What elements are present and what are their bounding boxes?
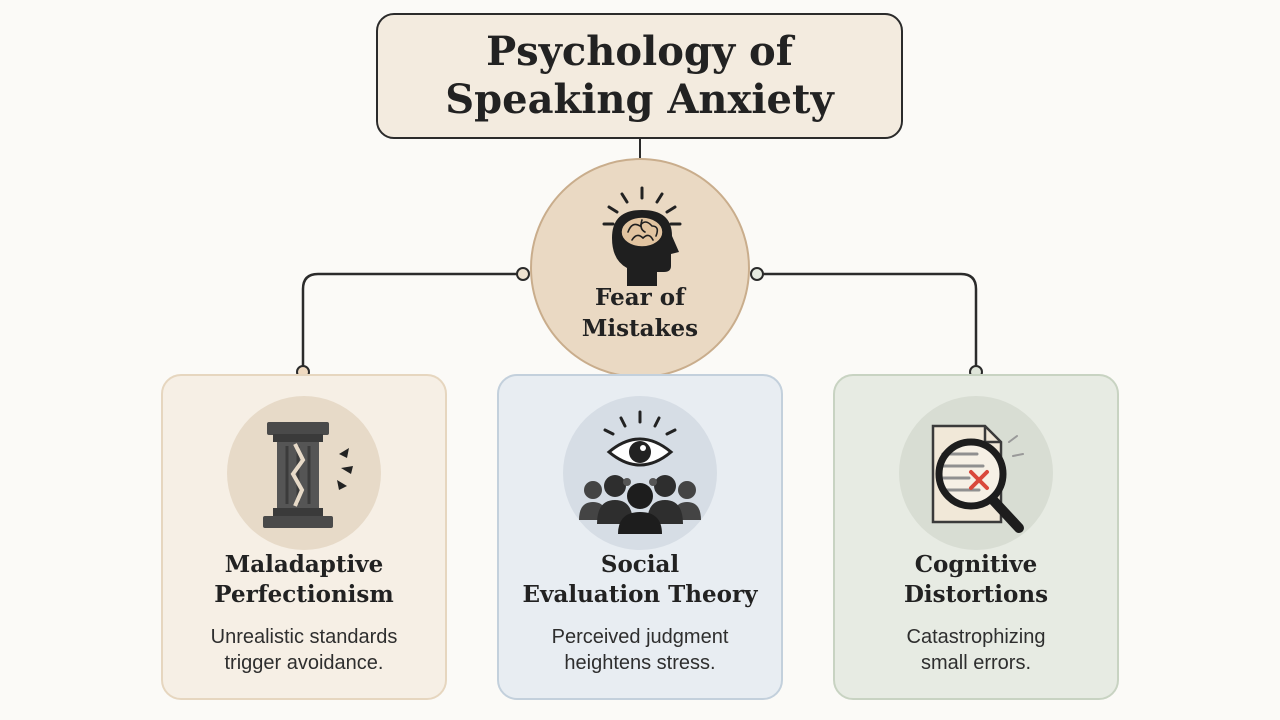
- card-desc-line-1: Catastrophizing: [906, 626, 1046, 648]
- center-label-line-2: Mistakes: [581, 315, 699, 342]
- card-desc-line-2: heightens stress.: [564, 652, 716, 674]
- card-description: Unrealistic standards trigger avoidance.: [163, 624, 445, 676]
- center-label-line-1: Fear of: [595, 284, 685, 311]
- card-desc-line-1: Perceived judgment: [551, 626, 729, 648]
- card-title-line-1: Maladaptive: [224, 551, 384, 578]
- card-title: Cognitive Distortions: [835, 550, 1117, 610]
- broken-pillar-icon: [263, 422, 353, 528]
- card-icon-badge: [227, 396, 381, 550]
- card-desc-line-2: trigger avoidance.: [224, 652, 384, 674]
- title-line-1: Psychology of: [486, 28, 793, 75]
- card-description: Perceived judgment heightens stress.: [499, 624, 781, 676]
- card-desc-line-2: small errors.: [920, 652, 1031, 674]
- card-maladaptive-perfectionism: Maladaptive Perfectionism Unrealistic st…: [161, 374, 447, 700]
- card-title-line-1: Cognitive: [914, 551, 1038, 578]
- card-description: Catastrophizing small errors.: [835, 624, 1117, 676]
- center-node: Fear of Mistakes: [530, 158, 750, 378]
- connector-dot-left-top: [516, 267, 530, 281]
- card-title-line-2: Distortions: [903, 581, 1049, 608]
- card-title: Social Evaluation Theory: [499, 550, 781, 610]
- title-line-2: Speaking Anxiety: [445, 76, 834, 123]
- connector-dot-right-top: [750, 267, 764, 281]
- card-title-line-2: Perfectionism: [214, 581, 394, 608]
- magnifier-document-icon: [931, 424, 1024, 533]
- card-icon-badge: [899, 396, 1053, 550]
- card-title-line-2: Evaluation Theory: [522, 581, 758, 608]
- card-title-line-1: Social: [600, 551, 680, 578]
- center-label: Fear of Mistakes: [532, 282, 748, 344]
- card-social-evaluation-theory: Social Evaluation Theory Perceived judgm…: [497, 374, 783, 700]
- connector-right: [757, 272, 978, 372]
- eye-audience-icon: [579, 410, 701, 534]
- head-brain-icon: [602, 186, 682, 286]
- title-box: Psychology of Speaking Anxiety: [376, 13, 903, 139]
- card-title: Maladaptive Perfectionism: [163, 550, 445, 610]
- card-cognitive-distortions: Cognitive Distortions Catastrophizing sm…: [833, 374, 1119, 700]
- connector-left: [301, 272, 523, 372]
- card-icon-badge: [563, 396, 717, 550]
- card-desc-line-1: Unrealistic standards: [210, 626, 398, 648]
